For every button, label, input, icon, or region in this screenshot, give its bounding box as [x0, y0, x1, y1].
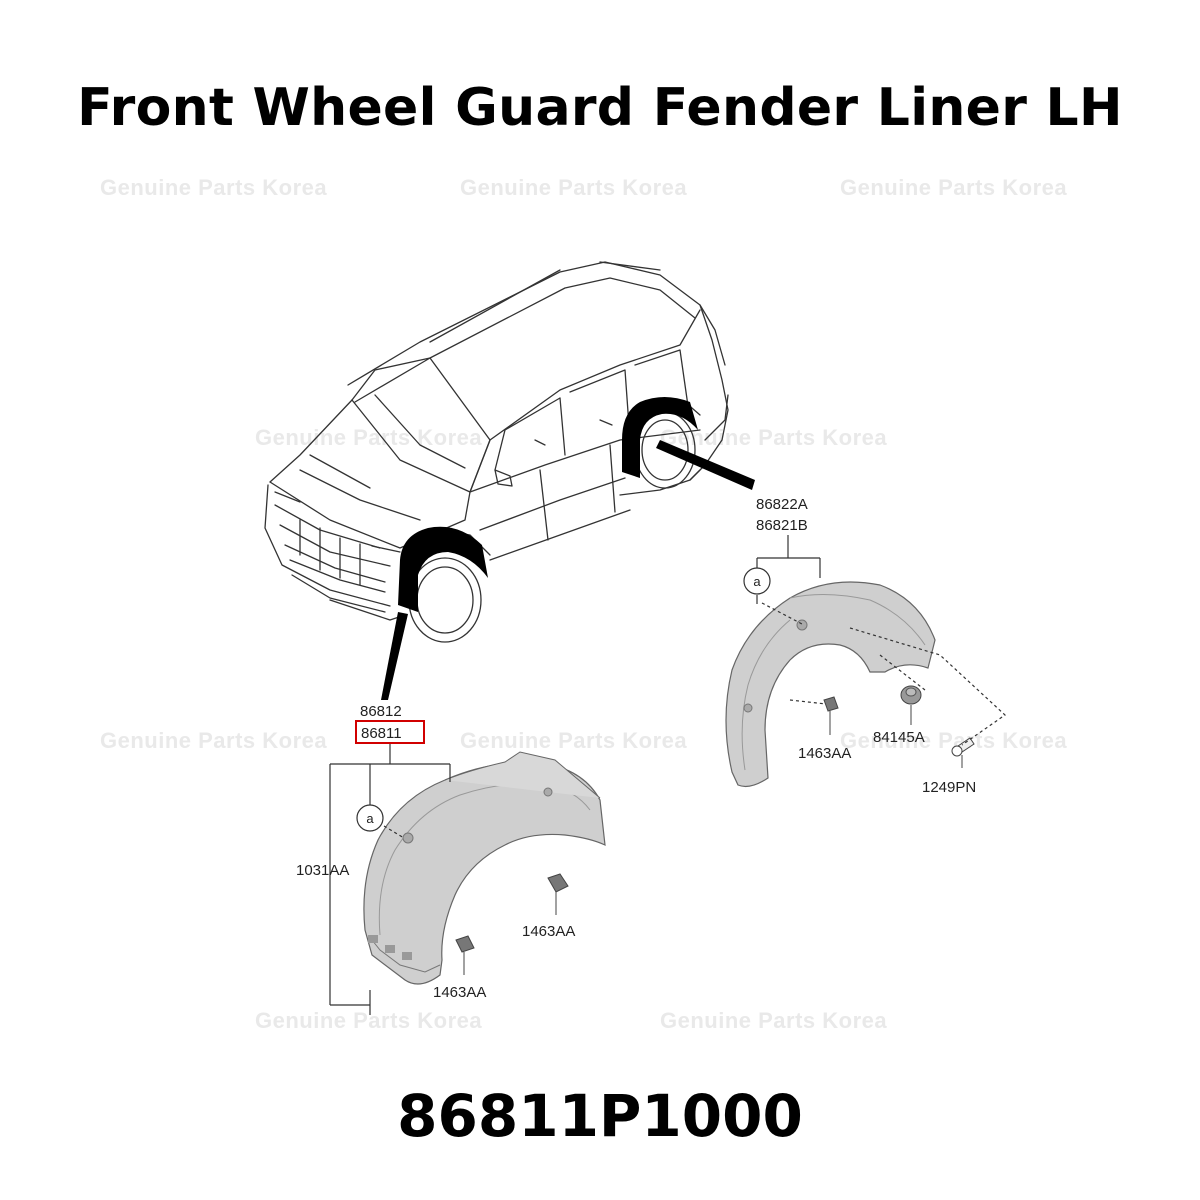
front-liner-highlight: [398, 526, 488, 612]
label-86821B: 86821B: [756, 517, 808, 534]
front-bracket: [329, 742, 451, 1015]
svg-text:a: a: [753, 574, 761, 589]
label-1463AA-rear: 1463AA: [798, 745, 851, 762]
svg-text:a: a: [366, 811, 374, 826]
label-86811[interactable]: 86811: [361, 725, 402, 742]
rear-bracket: [756, 535, 1006, 746]
rear-leader: [656, 440, 755, 490]
front-liner-part: [363, 751, 606, 985]
part-number: 86811P1000: [397, 1082, 803, 1150]
clip-1463AA-rear: [823, 696, 839, 735]
label-86812: 86812: [360, 703, 402, 720]
rear-callout-a: a: [743, 567, 771, 595]
nut-84145A: [900, 685, 922, 725]
label-86822A: 86822A: [756, 496, 808, 513]
screw-1249PN: [951, 737, 975, 768]
page-title: Front Wheel Guard Fender Liner LH: [77, 78, 1123, 138]
selected-part-highlight: [355, 720, 425, 744]
label-1249PN: 1249PN: [922, 779, 976, 796]
clip-1463AA-mid: [547, 873, 569, 915]
label-84145A: 84145A: [873, 729, 925, 746]
front-leader: [381, 612, 408, 700]
car-illustration: [264, 261, 729, 643]
label-1463AA-mid: 1463AA: [522, 923, 575, 940]
rear-liner-highlight: [622, 397, 698, 478]
front-callout-a: a: [356, 804, 384, 832]
label-1463AA-low: 1463AA: [433, 984, 486, 1001]
rear-liner-part: [725, 581, 936, 788]
clip-1463AA-low: [455, 935, 475, 975]
label-1031AA: 1031AA: [296, 862, 349, 879]
